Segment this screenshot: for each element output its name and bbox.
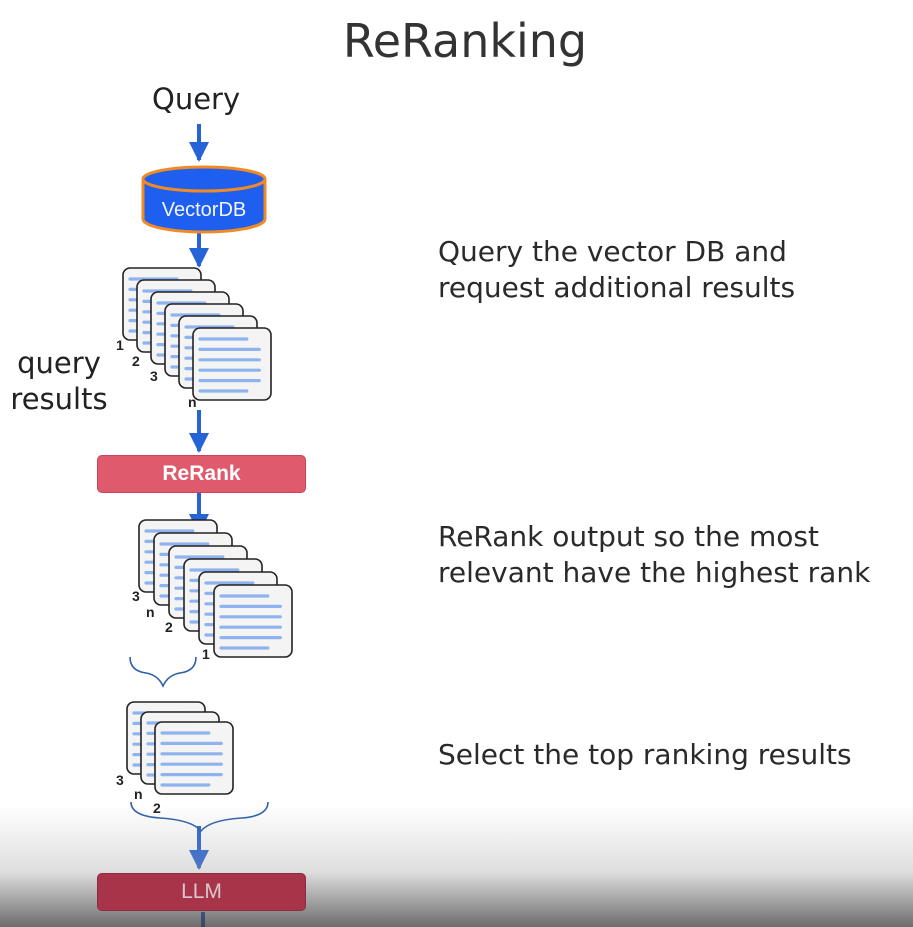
rank-label: n — [146, 604, 155, 620]
rank-label: n — [188, 394, 197, 410]
brace-small-icon — [129, 656, 197, 688]
rank-label: 1 — [202, 646, 210, 662]
rank-label: 2 — [153, 800, 161, 816]
description-query-db: Query the vector DB and request addition… — [438, 235, 796, 304]
description-select-top: Select the top ranking results — [438, 738, 852, 771]
rank-label: 2 — [165, 619, 173, 635]
document-card — [154, 721, 234, 795]
llm-box: LLM — [97, 873, 306, 911]
rank-label: 1 — [116, 337, 124, 353]
rank-label: 2 — [132, 353, 140, 369]
query-results-stack — [122, 267, 272, 401]
document-card — [213, 584, 293, 658]
rank-label: 3 — [116, 772, 124, 788]
rank-label: 3 — [150, 368, 158, 384]
query-results-label: query results — [10, 346, 108, 416]
document-card — [192, 327, 272, 401]
rank-label: n — [134, 786, 143, 802]
rerank-box: ReRank — [97, 455, 306, 493]
reranked-results-stack — [138, 519, 293, 658]
rank-label: 3 — [132, 588, 140, 604]
rank-labels: 1 2 3 n 3 n 2 1 3 n 2 — [116, 337, 210, 816]
top-results-stack — [126, 701, 234, 795]
vectordb-cylinder: VectorDB — [141, 165, 267, 234]
vectordb-label: VectorDB — [162, 199, 246, 221]
query-label: Query — [152, 82, 241, 116]
description-rerank: ReRank output so the most relevant have … — [438, 520, 871, 589]
page-title: ReRanking — [342, 14, 588, 68]
